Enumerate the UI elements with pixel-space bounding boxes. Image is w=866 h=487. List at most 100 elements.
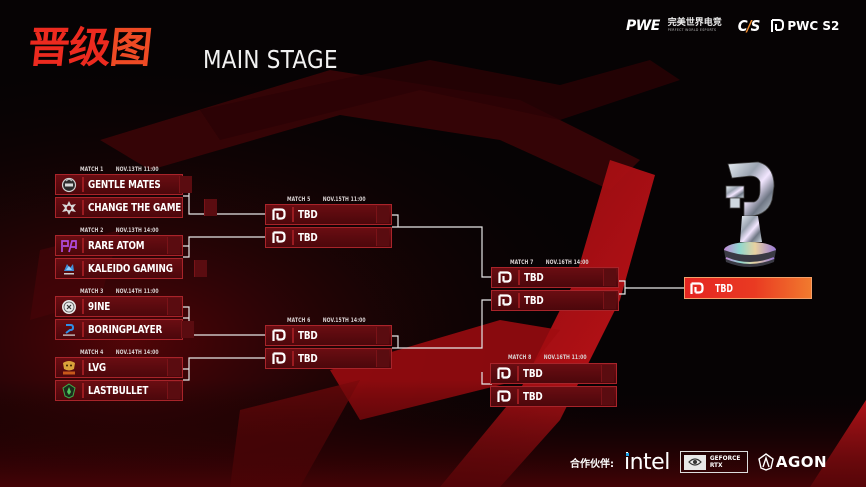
team-slot[interactable]: LVG <box>55 357 183 378</box>
team-slot[interactable]: TBD <box>265 204 392 225</box>
team-slot[interactable]: RARE ATOM <box>55 235 183 256</box>
match-number: MATCH 5 <box>287 196 311 203</box>
match-time: NOV.13TH 14:00 <box>115 227 159 234</box>
team-name: KALEIDO GAMING <box>88 262 173 275</box>
score-box <box>603 292 616 309</box>
team-slot[interactable]: BORINGPLAYER <box>55 319 194 340</box>
score-box <box>178 176 192 193</box>
team-slot[interactable]: TBD <box>490 386 617 407</box>
team-slot[interactable]: TBD <box>265 348 392 369</box>
perfect-world-esports-logo: 完美世界电竞 PERFECT WORLD ESPORTS <box>668 19 722 33</box>
team-name: TBD <box>523 390 543 403</box>
score-box <box>167 298 180 315</box>
divider <box>517 389 519 404</box>
team-name: BORINGPLAYER <box>88 323 163 336</box>
geforce-line: GEFORCE <box>709 454 741 462</box>
rare-atom-logo <box>56 236 82 255</box>
score-box <box>603 269 616 286</box>
team-slot[interactable]: TBD <box>490 363 617 384</box>
pwc-logo <box>491 387 517 406</box>
pw-cn-text: 完美世界电竞 <box>667 18 722 29</box>
team-slot[interactable]: CHANGE THE GAME <box>55 197 218 218</box>
divider <box>82 200 84 215</box>
score-box <box>193 260 207 277</box>
team-slot[interactable]: TBD <box>265 227 392 248</box>
rtx-line: RTX <box>709 461 723 469</box>
pwc-logo <box>491 364 517 383</box>
divider <box>82 299 84 314</box>
intel-logo: intel <box>624 450 670 475</box>
pwc-trophy-icon <box>712 158 786 278</box>
divider <box>82 322 84 337</box>
team-slot[interactable]: GENTLE MATES <box>55 174 192 195</box>
pwc-text: PWC S2 <box>787 19 840 33</box>
divider <box>82 261 84 276</box>
page-title-en: MAIN STAGE <box>203 45 338 74</box>
nvidia-eye-icon <box>683 454 706 470</box>
pwc-logo <box>266 349 292 368</box>
team-name: TBD <box>524 294 544 307</box>
title-char: 图 <box>107 23 154 72</box>
match-number: MATCH 8 <box>508 354 532 361</box>
team-name: CHANGE THE GAME <box>88 201 182 214</box>
team-name: TBD <box>298 231 318 244</box>
match-time: NOV.13TH 11:00 <box>115 166 159 173</box>
team-slot[interactable]: TBD <box>491 267 619 288</box>
pwc-logo <box>685 281 709 295</box>
pwc-logo <box>266 326 292 345</box>
score-box <box>601 388 614 405</box>
divider <box>292 351 294 366</box>
score-box <box>376 206 389 223</box>
divider <box>82 177 84 192</box>
agon-shield-icon <box>758 453 774 471</box>
divider <box>82 383 84 398</box>
partners-label: 合作伙伴: <box>570 458 614 470</box>
score-box <box>167 359 180 376</box>
champion-name: TBD <box>715 281 734 295</box>
cs2-logo: C/S <box>737 17 761 35</box>
team-name: GENTLE MATES <box>88 178 161 191</box>
match-time: NOV.15TH 14:00 <box>322 317 366 324</box>
cs-c: C <box>737 17 748 35</box>
team-name: TBD <box>298 329 318 342</box>
pwc-logo <box>266 228 292 247</box>
team-name: RARE ATOM <box>88 239 145 252</box>
score-box <box>376 229 389 246</box>
score-box <box>601 365 614 382</box>
score-box <box>376 327 389 344</box>
team-name: LASTBULLET <box>88 384 149 397</box>
team-name: TBD <box>298 208 318 221</box>
team-slot[interactable]: KALEIDO GAMING <box>55 258 207 279</box>
agon-logo: AGON <box>758 453 827 471</box>
match-number: MATCH 3 <box>80 288 104 295</box>
team-slot[interactable]: TBD <box>265 325 392 346</box>
match-number: MATCH 1 <box>80 166 104 173</box>
match-time: NOV.14TH 11:00 <box>115 288 159 295</box>
team-name: TBD <box>298 352 318 365</box>
cs-slash: / <box>746 17 752 35</box>
team-name: TBD <box>524 271 544 284</box>
lvg-logo <box>56 358 82 377</box>
score-box <box>167 382 180 399</box>
pwc-s2-logo: PWC S2 <box>771 19 839 33</box>
champion-slot[interactable]: TBD <box>684 277 812 299</box>
gentle-mates-logo <box>56 175 82 194</box>
team-slot[interactable]: 9INE <box>55 296 183 317</box>
divider <box>82 238 84 253</box>
match-number: MATCH 6 <box>287 317 311 324</box>
divider <box>518 293 520 308</box>
team-slot[interactable]: LASTBULLET <box>55 380 183 401</box>
divider <box>292 207 294 222</box>
divider <box>518 270 520 285</box>
match-number: MATCH 2 <box>80 227 104 234</box>
pwc-icon <box>771 19 785 32</box>
match-time: NOV.16TH 11:00 <box>543 354 587 361</box>
divider <box>292 328 294 343</box>
score-box <box>204 199 218 216</box>
team-slot[interactable]: TBD <box>491 290 619 311</box>
match-time: NOV.14TH 14:00 <box>115 349 159 356</box>
page-title-cn: 晋级图 <box>25 23 154 72</box>
